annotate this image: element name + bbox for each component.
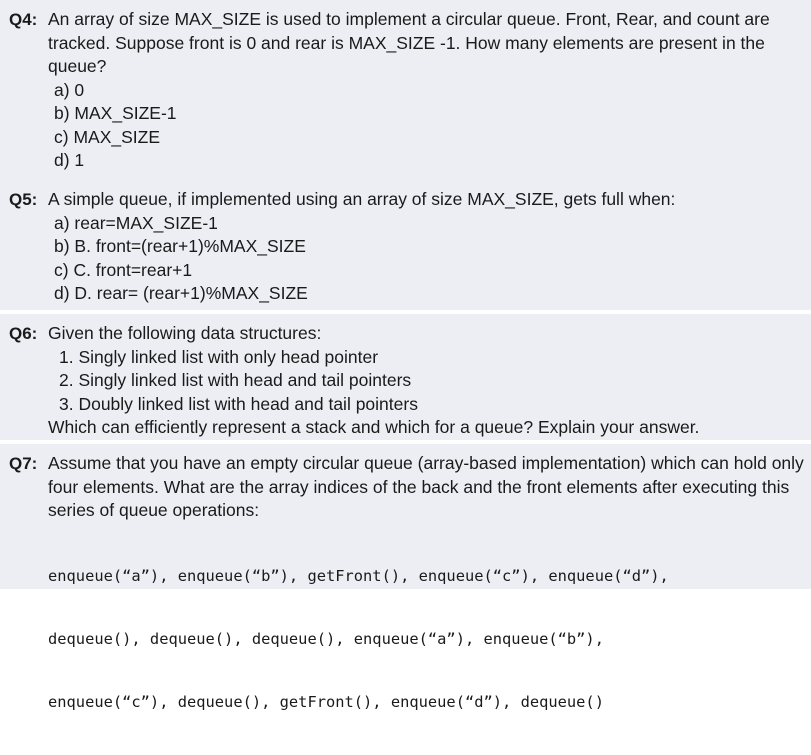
question-q4: Q4: An array of size MAX_SIZE is used to…: [0, 0, 811, 180]
question-label: Q5:: [9, 190, 38, 209]
question-body: Given the following data structures: 1. …: [48, 322, 808, 440]
option-b: b) B. front=(rear+1)%MAX_SIZE: [54, 236, 306, 256]
option-c: c) C. front=rear+1: [54, 259, 193, 280]
question-text: A simple queue, if implemented using an …: [48, 189, 676, 209]
question-label: Q6:: [9, 324, 38, 343]
question-q5: Q5: A simple queue, if implemented using…: [0, 180, 811, 310]
option-a: a) 0: [54, 79, 85, 100]
question-label: Q7:: [9, 454, 38, 473]
code-line: enqueue(“a”), enqueue(“b”), getFront(), …: [48, 566, 669, 585]
code-line: dequeue(), dequeue(), dequeue(), enqueue…: [48, 629, 604, 648]
option-d: d) D. rear= (rear+1)%MAX_SIZE: [54, 283, 308, 303]
question-text: Assume that you have an empty circular q…: [48, 453, 804, 520]
question-followup: Which can efficiently represent a stack …: [48, 417, 700, 437]
question-body: An array of size MAX_SIZE is used to imp…: [48, 8, 808, 173]
list-item: 2. Singly linked list with head and tail…: [59, 370, 412, 390]
list-item: 3. Doubly linked list with head and tail…: [59, 393, 418, 414]
code-block: enqueue(“a”), enqueue(“b”), getFront(), …: [48, 524, 808, 755]
quiz-page: Q4: An array of size MAX_SIZE is used to…: [0, 0, 811, 711]
option-a: a) rear=MAX_SIZE-1: [54, 212, 218, 233]
option-d: d) 1: [54, 150, 85, 170]
question-text: An array of size MAX_SIZE is used to imp…: [48, 9, 770, 76]
question-text: Given the following data structures:: [48, 323, 322, 343]
question-q6: Q6: Given the following data structures:…: [0, 314, 811, 440]
list-item: 1. Singly linked list with only head poi…: [59, 346, 379, 367]
question-q7: Q7: Assume that you have an empty circul…: [0, 444, 811, 711]
question-body: Assume that you have an empty circular q…: [48, 452, 808, 755]
option-c: c) MAX_SIZE: [54, 126, 160, 147]
option-b: b) MAX_SIZE-1: [54, 103, 177, 123]
question-label: Q4:: [9, 10, 38, 29]
question-body: A simple queue, if implemented using an …: [48, 188, 808, 306]
code-line: enqueue(“c”), dequeue(), getFront(), enq…: [48, 692, 604, 711]
